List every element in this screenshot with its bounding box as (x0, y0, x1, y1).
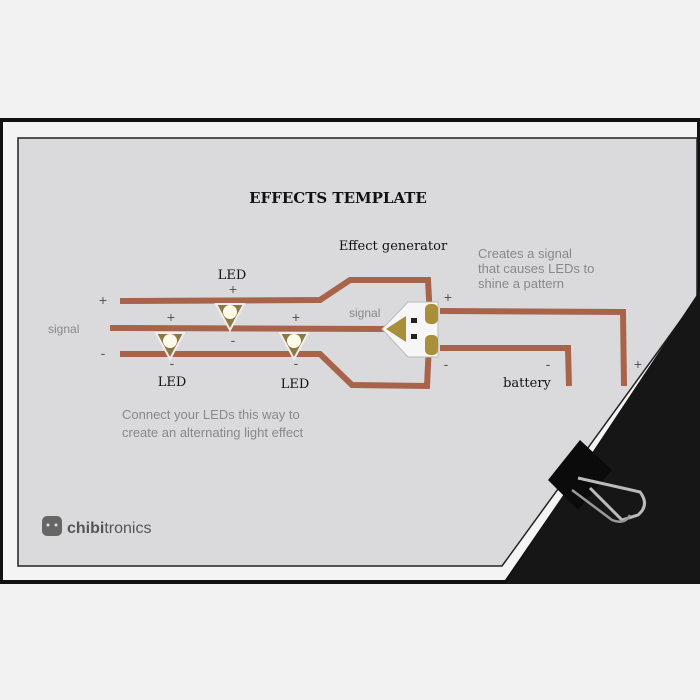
description-line: that causes LEDs to (478, 261, 594, 276)
led-label: LED (281, 377, 310, 392)
instruction-line: Connect your LEDs this way to (122, 407, 300, 422)
signal-label: signal (349, 306, 380, 320)
brand-logo: chibitronics (42, 516, 151, 537)
copper-traces (109, 277, 627, 390)
minus-sign: - (444, 356, 449, 372)
minus-sign: - (170, 355, 175, 371)
template-title: EFFECTS TEMPLATE (249, 189, 427, 207)
led-1 (214, 303, 246, 333)
plus-sign: + (229, 281, 237, 297)
plus-sign: + (634, 356, 642, 372)
battery-plus-trace (439, 308, 627, 387)
brand-light: tronics (104, 520, 151, 537)
led-label: LED (218, 268, 247, 283)
instruction-line: create an alternating light effect (122, 425, 304, 440)
binder-clip-icon (548, 440, 646, 523)
effect-generator-board (381, 301, 439, 358)
instructions: Connect your LEDs this way to create an … (122, 407, 304, 440)
description-line: shine a pattern (478, 276, 564, 291)
minus-sign: - (294, 355, 299, 371)
led-3 (278, 332, 310, 362)
plus-sign: + (167, 309, 175, 325)
signal-label: signal (48, 322, 79, 336)
description: Creates a signal that causes LEDs to shi… (478, 246, 594, 291)
chibi-face-icon (42, 516, 62, 536)
plus-sign: + (99, 292, 107, 308)
minus-sign: - (101, 345, 106, 361)
description-line: Creates a signal (478, 246, 572, 261)
template-card (17, 137, 698, 567)
brand-bold: chibi (67, 520, 104, 537)
dark-corner (505, 290, 700, 584)
led-2 (154, 332, 186, 362)
minus-trace (120, 343, 432, 390)
minus-sign: - (546, 356, 551, 372)
plus-trace (119, 277, 433, 319)
effect-generator-label: Effect generator (339, 239, 448, 254)
battery-label: battery (503, 376, 551, 391)
plus-sign: + (292, 309, 300, 325)
signal-trace (109, 325, 401, 332)
svg-text:chibitronics: chibitronics (67, 520, 151, 537)
led-markers (154, 303, 310, 362)
minus-sign: - (231, 332, 236, 348)
battery-minus-trace (440, 345, 572, 387)
plus-sign: + (444, 289, 452, 305)
led-label: LED (158, 375, 187, 390)
